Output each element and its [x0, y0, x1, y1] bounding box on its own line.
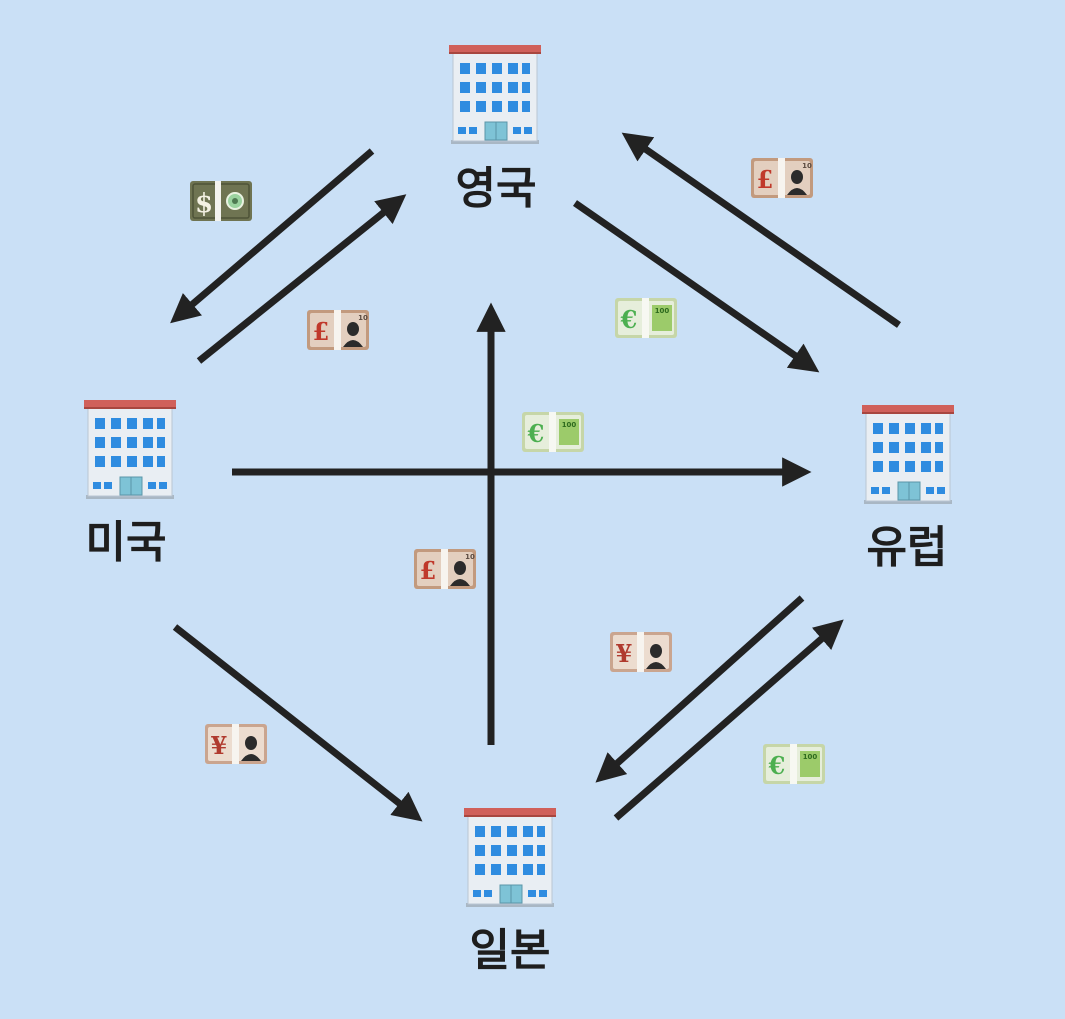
node-us: 미국: [83, 399, 177, 568]
arrow-eu-to-jp: [595, 595, 805, 783]
arrow-uk-to-eu: [573, 200, 820, 373]
arrow-uk-to-us: [170, 148, 375, 324]
node-label-jp: 일본: [470, 925, 551, 976]
office-building-icon: [83, 399, 177, 500]
node-uk: 영국: [448, 44, 542, 214]
node-label-eu: 유럽: [867, 522, 948, 573]
arrow-jp-to-eu: [613, 619, 844, 821]
arrow-eu-to-uk: [621, 132, 901, 328]
node-eu: 유럽: [861, 404, 955, 573]
dollar-banknote-icon: [189, 180, 253, 222]
yen-banknote-icon: [610, 632, 672, 672]
flow-arrows: [170, 132, 901, 822]
node-jp: 일본: [463, 807, 557, 976]
pound-banknote-icon: [307, 310, 369, 350]
node-label-uk: 영국: [456, 163, 537, 214]
arrow-us-to-jp: [172, 624, 423, 822]
yen-banknote-icon: [205, 724, 267, 764]
node-label-us: 미국: [86, 517, 167, 568]
office-building-icon: [463, 807, 557, 908]
office-building-icon: [861, 404, 955, 505]
pound-banknote-icon: [414, 549, 476, 589]
arrow-us-to-uk: [196, 194, 407, 364]
euro-banknote-icon: [522, 412, 584, 452]
pound-banknote-icon: [751, 158, 813, 198]
euro-banknote-icon: [615, 298, 677, 338]
office-building-icon: [448, 44, 542, 145]
euro-banknote-icon: [763, 744, 825, 784]
